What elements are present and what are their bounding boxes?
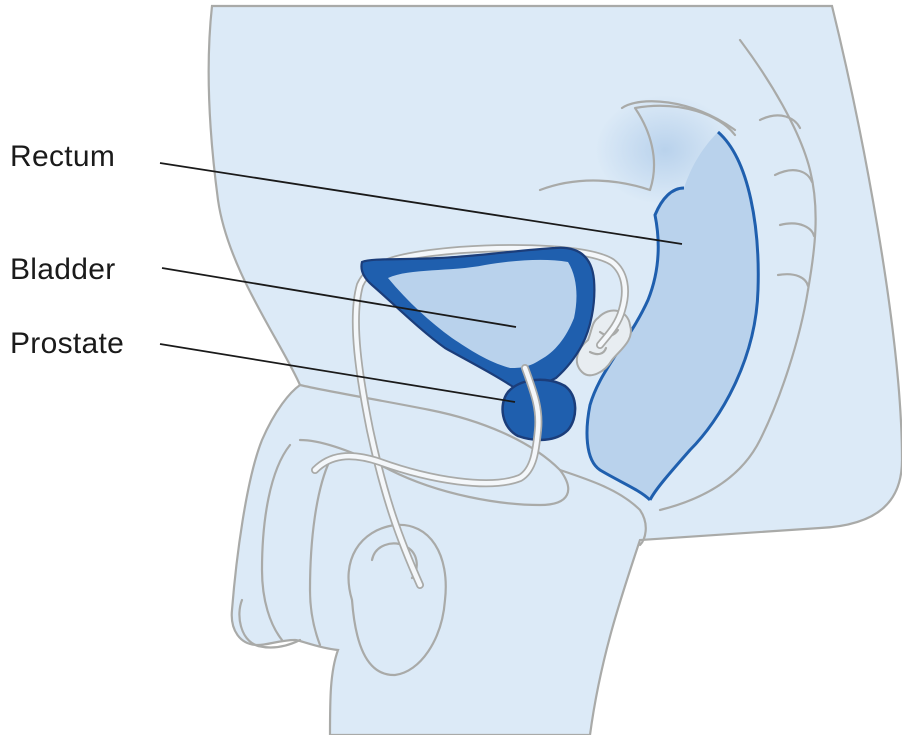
label-rectum: Rectum	[10, 140, 115, 173]
label-bladder: Bladder	[10, 253, 116, 286]
label-prostate: Prostate	[10, 327, 124, 360]
